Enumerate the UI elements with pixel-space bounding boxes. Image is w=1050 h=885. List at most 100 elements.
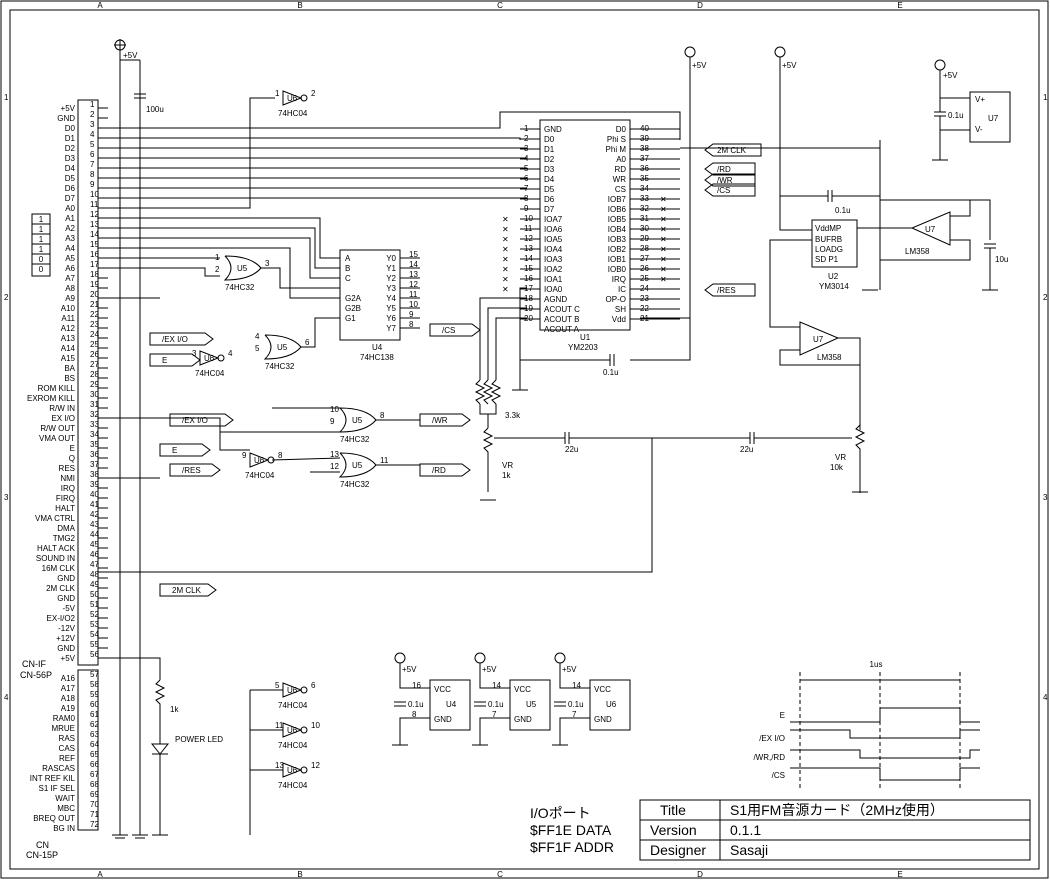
u4-out-pin: Y1 [386, 264, 396, 273]
gate-u6-a-out: 2 [311, 89, 316, 98]
cn-pin-label: -5V [63, 604, 76, 613]
cn2-pin-no: 72 [90, 820, 99, 829]
u4-out-no: 12 [409, 280, 418, 289]
timing-label: /EX I/O [759, 734, 785, 743]
cn-pin-no: 36 [90, 450, 99, 459]
gate-u5-b-out-no: 6 [305, 338, 310, 347]
frame-col-B: B [297, 1, 302, 10]
cn-pin-no: 45 [90, 540, 99, 549]
cn-pin-no: 4 [90, 130, 95, 139]
cn-56p-label: CN-56P [20, 670, 52, 680]
u4-in-pin: B [345, 264, 350, 273]
cn2-pin-label: BREQ OUT [33, 814, 75, 823]
cn-pin-label: A15 [61, 354, 76, 363]
u1-left-pin: D5 [544, 185, 555, 194]
cn-pin-no: 49 [90, 580, 99, 589]
cn-pin-label: A13 [61, 334, 76, 343]
gate-u5-d-in-no: 12 [330, 462, 339, 471]
v5-label-u7: +5V [943, 71, 958, 80]
cn-pin-no: 8 [90, 170, 95, 179]
timing-label: E [780, 711, 785, 720]
cn-pin-no: 27 [90, 360, 99, 369]
gnd-label: GND [594, 715, 612, 724]
label-cs-text: /CS [717, 186, 730, 195]
u4-in-pin: G2B [345, 304, 361, 313]
cn-pin-no: 7 [90, 160, 95, 169]
power-rail-left: +5V 100u [112, 39, 164, 839]
u4-out-pin: Y5 [386, 304, 396, 313]
cn-pin-label: R/W OUT [40, 424, 75, 433]
version-value: 0.1.1 [730, 822, 761, 838]
cn-pin-label: HALT [55, 504, 75, 513]
u1-left-pin: D1 [544, 145, 555, 154]
vcc-label: VCC [514, 685, 531, 694]
cn2-pin-label: RASCAS [42, 764, 75, 773]
u1-right-pin: Phi M [606, 145, 627, 154]
gnd-label: GND [514, 715, 532, 724]
analog-output-network: 3.3k VR 1k 22u 22u VR 10k [98, 297, 868, 573]
cn-pin-no: 12 [90, 210, 99, 219]
label-exio-out: /EX I/O [169, 413, 234, 427]
timing-label: /WR,/RD [753, 753, 785, 762]
ic-u1-ym2203: GNDD0D1D2D3D4D5D6D7IOA7IOA6IOA5IOA4IOA3I… [502, 119, 680, 352]
u1-right-pin: IRQ [612, 275, 626, 284]
gate-u6-b-label: U6 [204, 354, 215, 363]
v5-label-1: +5V [123, 51, 138, 60]
nc-mark: ✕ [502, 235, 509, 244]
label-wr-out: /WR [419, 413, 471, 427]
label-cs: /CS [704, 183, 756, 197]
cn-pin-label: A11 [61, 314, 75, 323]
gate-u5-c-in-no: 9 [330, 417, 335, 426]
cn2-pin-no: 60 [90, 700, 99, 709]
bus-labels: 2M CLK/RD/WR/CS/RES/CS/EX I/OE/EX I/OE/R… [149, 143, 762, 597]
u2-pin-sd: SD P1 [815, 255, 839, 264]
cn-pin-label: D6 [65, 184, 76, 193]
cn-pin-label: -12V [58, 624, 76, 633]
cn-pin-no: 32 [90, 410, 99, 419]
label-rd-text: /RD [717, 165, 731, 174]
label-exio-in: /EX I/O [149, 332, 214, 346]
cn-pin-label: D2 [65, 144, 76, 153]
gate-u6-f-out: 12 [311, 761, 320, 770]
cn2-pin-no: 71 [90, 810, 99, 819]
cn-pin-no: 53 [90, 620, 99, 629]
cn-pin-label: D5 [65, 174, 76, 183]
cn2-pin-label: A18 [61, 694, 76, 703]
vcc-ic-name: U6 [606, 700, 617, 709]
cn2-pin-no: 64 [90, 740, 99, 749]
v5-label-u1: +5V [692, 61, 707, 70]
cn-pin-no: 25 [90, 340, 99, 349]
cn-15p-label: CN-15P [26, 850, 58, 860]
cn-pin-no: 42 [90, 510, 99, 519]
cn-pin-label: EX I/O [51, 414, 75, 423]
gate-u5-b-in-no: 4 [255, 332, 260, 341]
sheet-inner-border [9, 9, 1040, 870]
gate-u6-d-out: 6 [311, 681, 316, 690]
label-res: /RES [704, 283, 756, 297]
nc-mark: ✕ [502, 275, 509, 284]
cn-pin-label: TMG2 [53, 534, 76, 543]
gate-u6-d-label: U6 [287, 686, 298, 695]
cn-pin-no: 19 [90, 280, 99, 289]
c10u-label: 10u [995, 255, 1008, 264]
vr1-value: 1k [502, 471, 511, 480]
cn-pin-label: HALT ACK [37, 544, 76, 553]
cn-pin-label: Q [69, 454, 75, 463]
cn-pin-no: 6 [90, 150, 95, 159]
nc-mark: ✕ [660, 195, 667, 204]
cn-pin-label: SOUND IN [36, 554, 75, 563]
u1-right-pin: IOB5 [608, 215, 627, 224]
cn-pin-no: 17 [90, 260, 99, 269]
vcc-v5: +5V [562, 665, 577, 674]
label-wr-text: /WR [717, 176, 733, 185]
cn-pin-label: D7 [65, 194, 76, 203]
cn-pin-label: FIRQ [56, 494, 75, 503]
cn-pin-no: 54 [90, 630, 99, 639]
label-exio-in-text: /EX I/O [162, 335, 188, 344]
vcc-cap: 0.1u [568, 700, 584, 709]
u1-cap-label: 0.1u [603, 368, 619, 377]
